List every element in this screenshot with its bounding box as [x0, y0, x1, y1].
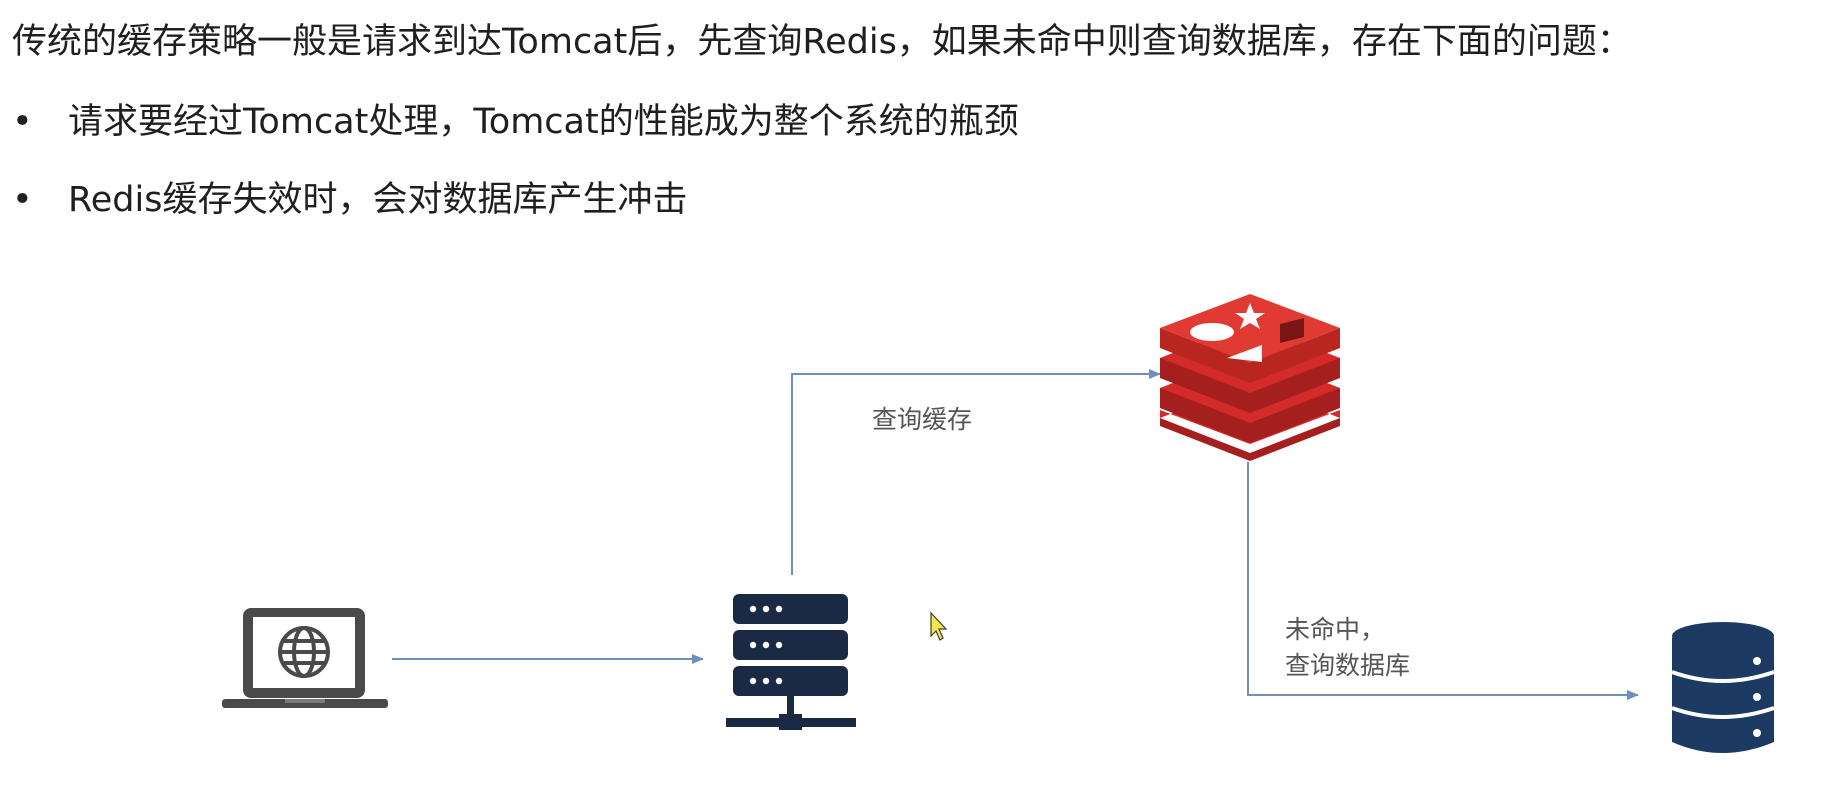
database-icon [1671, 622, 1775, 753]
edge-label-query-database: 查询数据库 [1285, 651, 1411, 680]
bullet-marker: • [12, 102, 33, 142]
bullet-text: Redis缓存失效时，会对数据库产生冲击 [68, 180, 688, 220]
laptop-globe-icon [222, 608, 388, 708]
intro-text: 传统的缓存策略一般是请求到达Tomcat后，先查询Redis，如果未命中则查询数… [12, 22, 1632, 62]
arrow-server-to-cache [791, 369, 1161, 575]
edge-label-cache-miss: 未命中， [1285, 615, 1386, 644]
globe-icon [278, 626, 330, 678]
mouse-cursor-icon [930, 611, 948, 641]
redis-logo [1160, 294, 1340, 461]
bullet-text: 请求要经过Tomcat处理，Tomcat的性能成为整个系统的瓶颈 [68, 102, 1019, 142]
server-rack-icon [726, 594, 856, 730]
edge-label-query-cache: 查询缓存 [872, 405, 973, 434]
arrow-cache-to-database [1247, 462, 1639, 700]
bullet-marker: • [12, 180, 33, 220]
